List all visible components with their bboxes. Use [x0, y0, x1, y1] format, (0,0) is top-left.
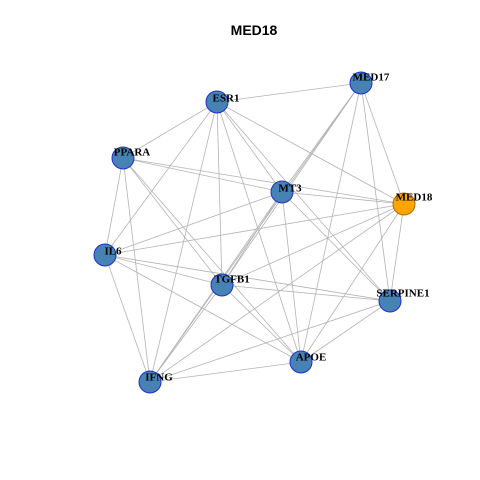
node-esr1	[205, 90, 229, 114]
node-label-mt3: MT3	[278, 183, 302, 195]
edge-tgfb1-apoe	[221, 284, 302, 363]
edge-mt3-il6	[104, 191, 283, 256]
node-apoe	[289, 350, 313, 374]
node-label-med17: MED17	[353, 72, 390, 84]
node-med18	[392, 192, 416, 216]
edge-apoe-ifng	[149, 361, 302, 383]
edge-esr1-tgfb1	[216, 101, 223, 286]
node-il6	[93, 243, 117, 267]
edge-tgfb1-ifng	[149, 284, 223, 383]
edge-esr1-il6	[104, 101, 218, 256]
edge-esr1-ppara	[122, 101, 218, 159]
edge-med18-il6	[104, 203, 405, 256]
node-med17	[349, 71, 373, 95]
edge-serpine1-apoe	[300, 300, 391, 363]
edge-tgfb1-serpine1	[221, 284, 391, 302]
edge-esr1-med17	[216, 82, 362, 103]
node-label-ppara: PPARA	[114, 147, 151, 159]
edge-ppara-tgfb1	[122, 157, 223, 286]
edge-il6-serpine1	[104, 254, 391, 302]
edge-il6-tgfb1	[104, 254, 223, 286]
node-label-ifng: IFNG	[145, 372, 173, 384]
edge-med18-ifng	[149, 203, 405, 383]
edge-mt3-apoe	[281, 191, 302, 363]
graph-title: MED18	[231, 22, 278, 38]
edge-serpine1-ifng	[149, 300, 391, 383]
edge-med17-med18	[360, 82, 405, 205]
node-tgfb1	[210, 273, 234, 297]
node-ppara	[111, 146, 135, 170]
edge-mt3-med18	[281, 191, 405, 205]
edge-ppara-il6	[104, 157, 124, 256]
node-layer	[93, 71, 416, 394]
edge-ppara-mt3	[122, 157, 283, 193]
node-label-esr1: ESR1	[213, 93, 240, 105]
edge-ppara-ifng	[122, 157, 151, 383]
node-label-tgfb1: TGFB1	[214, 274, 249, 286]
edge-mt3-tgfb1	[221, 191, 283, 286]
edge-med18-apoe	[300, 203, 405, 363]
edge-med18-tgfb1	[221, 203, 405, 286]
node-serpine1	[378, 289, 402, 313]
edge-med17-serpine1	[360, 82, 391, 302]
edge-med17-tgfb1	[221, 82, 362, 286]
edge-esr1-serpine1	[216, 101, 391, 302]
edge-med18-serpine1	[389, 203, 405, 302]
node-label-med18: MED18	[396, 192, 433, 204]
edge-mt3-serpine1	[281, 191, 391, 302]
edge-il6-apoe	[104, 254, 302, 363]
edge-il6-ifng	[104, 254, 151, 383]
edge-layer	[104, 82, 405, 383]
edge-ppara-apoe	[122, 157, 302, 363]
node-ifng	[138, 370, 162, 394]
edge-med17-apoe	[300, 82, 362, 363]
node-label-il6: IL6	[104, 246, 122, 258]
edge-esr1-mt3	[216, 101, 283, 193]
node-label-serpine1: SERPINE1	[376, 288, 429, 300]
edge-ppara-med18	[122, 157, 405, 205]
edge-esr1-apoe	[216, 101, 302, 363]
node-mt3	[270, 180, 294, 204]
node-label-apoe: APOE	[296, 352, 327, 364]
